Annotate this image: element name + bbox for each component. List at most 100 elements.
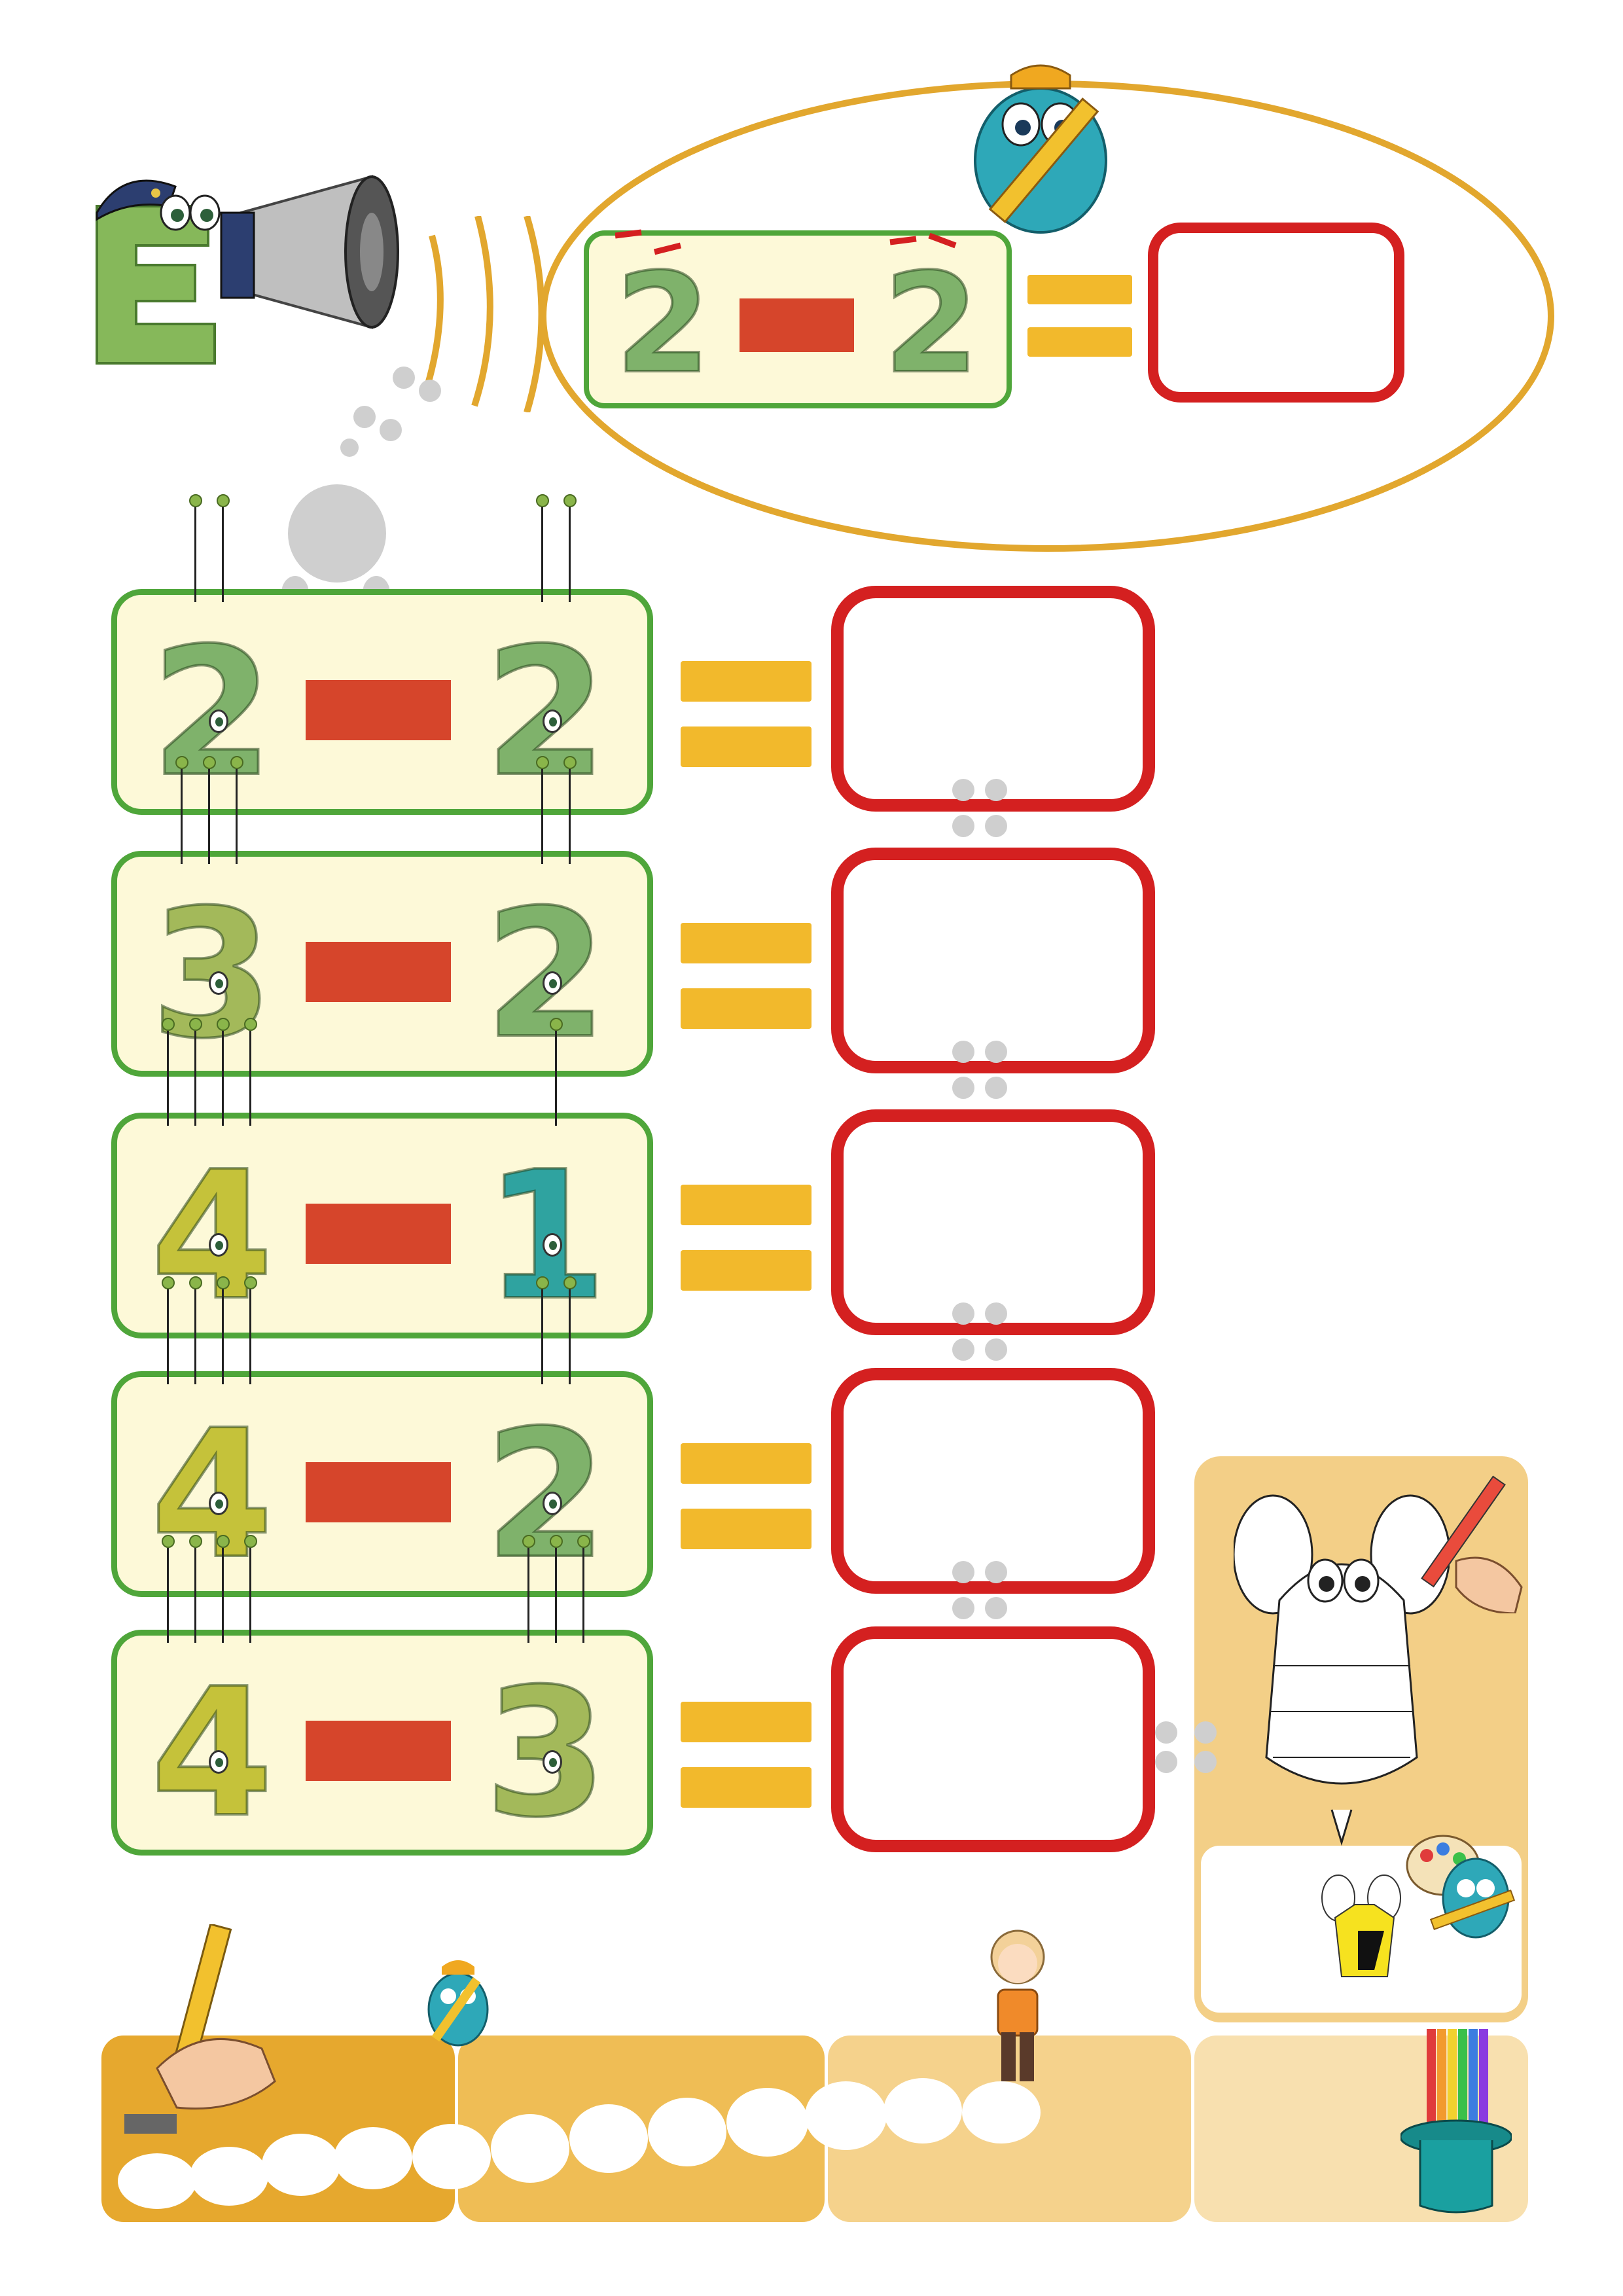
antenna-ball bbox=[536, 494, 549, 507]
monster-eye-icon bbox=[209, 1492, 228, 1515]
antenna bbox=[208, 766, 210, 864]
minus-sign bbox=[306, 1721, 451, 1781]
monster-eye-icon bbox=[543, 1233, 562, 1257]
answer-box[interactable] bbox=[831, 1368, 1155, 1594]
antenna-ball bbox=[522, 1535, 535, 1548]
antenna bbox=[194, 504, 196, 602]
cloud-path bbox=[111, 2062, 1060, 2212]
minus-sign bbox=[306, 1462, 451, 1522]
antenna bbox=[194, 1286, 196, 1384]
red-marker-strokes bbox=[615, 223, 982, 262]
exercise-row: 43 bbox=[0, 1535, 1623, 1878]
antenna-ball bbox=[550, 1018, 563, 1031]
minus-sign bbox=[306, 1204, 451, 1264]
antenna-ball bbox=[577, 1535, 590, 1548]
antenna bbox=[236, 766, 238, 864]
antenna-ball bbox=[162, 1535, 175, 1548]
antenna-ball bbox=[175, 756, 188, 769]
coloring-preview-box bbox=[1201, 1835, 1522, 2013]
right-number: 3 bbox=[483, 1664, 609, 1843]
expression-panel: 43 bbox=[111, 1630, 653, 1856]
antenna-ball bbox=[244, 1535, 257, 1548]
example-expression-panel: 2 2 bbox=[584, 229, 1012, 408]
paw-prints-to-panel bbox=[1155, 1721, 1234, 1780]
colored-bee-icon bbox=[1319, 1872, 1404, 1990]
monster-eye-icon bbox=[543, 1750, 562, 1774]
antenna-ball bbox=[230, 756, 243, 769]
exercise-row: 22 bbox=[0, 494, 1623, 838]
antenna bbox=[569, 504, 571, 602]
example-right-number: 2 bbox=[882, 243, 980, 404]
antenna bbox=[194, 1028, 196, 1126]
equals-sign bbox=[681, 661, 812, 769]
antenna-ball bbox=[536, 756, 549, 769]
paint-palette-icon bbox=[1404, 1826, 1516, 1950]
equals-sign bbox=[681, 923, 812, 1031]
expression-panel: 32 bbox=[111, 851, 653, 1077]
example-equals-sign bbox=[1027, 275, 1132, 360]
antenna-ball bbox=[217, 1535, 230, 1548]
answer-box[interactable] bbox=[831, 1626, 1155, 1852]
antenna-ball bbox=[203, 756, 216, 769]
antenna-ball bbox=[217, 1276, 230, 1289]
antenna bbox=[555, 1545, 557, 1643]
child-figure-icon bbox=[975, 1928, 1060, 2088]
exercise-row: 41 bbox=[0, 1018, 1623, 1361]
antenna-ball bbox=[189, 1018, 202, 1031]
paw-prints-icon bbox=[340, 367, 458, 465]
antenna bbox=[249, 1028, 251, 1126]
antenna-ball bbox=[217, 494, 230, 507]
left-number: 4 bbox=[149, 1664, 275, 1843]
antenna bbox=[222, 1545, 224, 1643]
monster-eye-icon bbox=[543, 971, 562, 995]
antenna-ball bbox=[189, 1276, 202, 1289]
right-number: 1 bbox=[483, 1147, 609, 1326]
answer-box[interactable] bbox=[831, 848, 1155, 1073]
monster-eye-icon bbox=[209, 971, 228, 995]
equals-sign bbox=[681, 1185, 812, 1293]
answer-box[interactable] bbox=[831, 586, 1155, 812]
right-number: 2 bbox=[483, 1405, 609, 1585]
monster-eye-icon bbox=[209, 1233, 228, 1257]
expression-panel: 41 bbox=[111, 1113, 653, 1338]
antenna bbox=[249, 1286, 251, 1384]
antenna-ball bbox=[162, 1276, 175, 1289]
antenna bbox=[181, 766, 183, 864]
antenna bbox=[569, 766, 571, 864]
example-answer-box[interactable] bbox=[1148, 223, 1404, 403]
antenna bbox=[222, 1286, 224, 1384]
antenna bbox=[541, 766, 543, 864]
antenna bbox=[249, 1545, 251, 1643]
expression-panel: 22 bbox=[111, 589, 653, 815]
expression-panel: 42 bbox=[111, 1371, 653, 1597]
antenna bbox=[222, 504, 224, 602]
exercise-row: 42 bbox=[0, 1276, 1623, 1620]
antenna-ball bbox=[189, 1535, 202, 1548]
example-left-number: 2 bbox=[614, 243, 712, 404]
example-minus-sign bbox=[740, 298, 854, 352]
exercise-row: 32 bbox=[0, 756, 1623, 1100]
answer-box[interactable] bbox=[831, 1109, 1155, 1335]
antenna bbox=[569, 1286, 571, 1384]
antenna-ball bbox=[189, 494, 202, 507]
paw-prints-icon bbox=[952, 1041, 1024, 1113]
antenna-ball bbox=[536, 1276, 549, 1289]
antenna-ball bbox=[244, 1276, 257, 1289]
left-number: 2 bbox=[149, 623, 275, 802]
antenna bbox=[167, 1028, 169, 1126]
magic-hat-pencils-icon bbox=[1399, 2029, 1513, 2215]
antenna bbox=[167, 1545, 169, 1643]
minus-sign bbox=[306, 942, 451, 1002]
paw-prints-icon bbox=[952, 1561, 1024, 1633]
monster-eye-icon bbox=[209, 1750, 228, 1774]
mascot-megaphone-icon bbox=[84, 167, 418, 376]
antenna bbox=[222, 1028, 224, 1126]
right-number: 2 bbox=[483, 885, 609, 1064]
antenna-ball bbox=[162, 1018, 175, 1031]
antenna bbox=[555, 1028, 557, 1126]
coloring-panel bbox=[1194, 1456, 1528, 2022]
monster-eye-icon bbox=[543, 1492, 562, 1515]
antenna bbox=[167, 1286, 169, 1384]
right-number: 2 bbox=[483, 623, 609, 802]
antenna-ball bbox=[244, 1018, 257, 1031]
